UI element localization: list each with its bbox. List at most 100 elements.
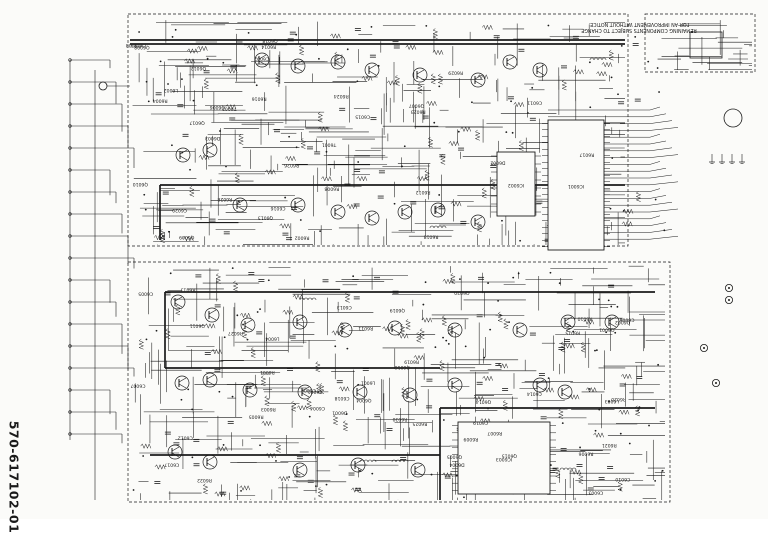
resistor-symbol [187,48,198,54]
junction-dot [638,406,641,409]
resistor-symbol [596,70,607,77]
junction-dot [356,80,359,83]
junction-dot [171,144,173,147]
junction-dot [218,390,221,393]
transistor-symbol [560,314,576,330]
coil-symbol [601,57,607,61]
junction-dot [295,33,298,36]
junction-dot [512,276,515,279]
transistor-emitter [178,383,187,389]
resistor-symbol [250,347,257,358]
component-label: R6028 [217,196,232,202]
transistor-collector [258,54,267,60]
transistor-collector [301,386,310,392]
junction-dot [219,130,221,132]
component-label: Q6020 [454,290,469,296]
resistor-symbol [298,44,305,56]
resistor-symbol [432,49,444,56]
transistor-emitter [294,66,303,72]
transistor-symbol [532,62,548,78]
part-number-text: 570-617102-01 [6,420,22,533]
component-label: Q6014 [476,398,491,404]
transistor-symbol [430,202,446,218]
component-label: T6002 [222,105,238,111]
ic-label: IC6001 [568,183,584,189]
junction-dot [346,48,349,51]
component-label: Q6015 [502,452,517,458]
resistor-symbol [421,317,433,323]
resistor-symbol [593,432,604,438]
resistor-symbol [296,404,308,411]
transistor-emitter [536,385,545,391]
connector-pin [703,347,705,349]
junction-dot [138,31,141,33]
resistor-symbol [196,45,208,52]
component-label: R6025 [412,420,427,426]
junction-dot [346,347,349,350]
component-label: C6009 [301,387,316,393]
coil-symbol [371,459,377,463]
component-label: D6001 [332,410,347,416]
junction-dot [647,60,650,63]
junction-dot [191,408,194,411]
resistor-symbol [342,420,349,432]
component-label: D6004 [449,461,464,467]
resistor-symbol [554,467,561,479]
component-label: R6018 [424,234,439,240]
junction-dot [561,422,564,425]
transistor-collector [516,324,525,330]
component-label: Q6009 [179,234,194,240]
junction-dot [424,281,427,284]
junction-dot [487,282,489,284]
resistor-symbol [416,175,428,182]
transistor-emitter [334,212,343,218]
transistor-emitter [208,315,217,321]
junction-dot [325,483,328,486]
component-label: R6009 [463,436,478,442]
junction-dot [167,83,169,85]
component-label: R6030 [392,416,407,422]
resistor-symbol [577,473,584,484]
junction-dot [255,84,258,87]
junction-dot [663,229,666,232]
resistor-symbol [211,348,222,355]
transistor-symbol [170,294,186,310]
transistor-symbol [202,454,218,470]
component-label: Q6013 [258,214,273,220]
resistor-symbol [204,323,216,329]
component-label: L6004 [265,336,279,342]
junction-dot [658,91,660,93]
transistor-symbol [330,204,346,220]
resistor-symbol [622,208,634,215]
resistor-symbol [441,315,448,326]
transistor-emitter [506,62,515,68]
component-label: Q6002 [615,319,630,325]
junction-dot [377,64,380,67]
junction-dot [236,314,239,317]
coil-symbol [597,57,603,61]
resistor-symbol [543,387,554,393]
resistor-symbol [489,179,496,190]
junction-dot [442,419,445,421]
component-label: R6023 [411,109,426,115]
transistor-emitter [368,218,377,224]
resistor-symbol [300,138,307,149]
resistor-symbol [318,126,329,132]
component-label: R6026 [284,162,299,168]
junction-dot [463,496,465,499]
component-label: C6020 [172,207,187,213]
junction-dot [558,282,561,285]
junction-dot [489,328,492,331]
transistor-emitter [434,210,443,216]
junction-dot [284,196,287,199]
transistor-symbol [364,210,380,226]
transistor-emitter [294,205,303,211]
wire [649,113,667,118]
transistor-emitter [301,392,310,398]
resistor-symbol [401,387,407,398]
transistor-emitter [296,470,305,476]
resistor-symbol [292,294,304,300]
junction-dot [246,338,249,341]
transistor-collector [414,464,423,470]
junction-dot [189,168,191,171]
